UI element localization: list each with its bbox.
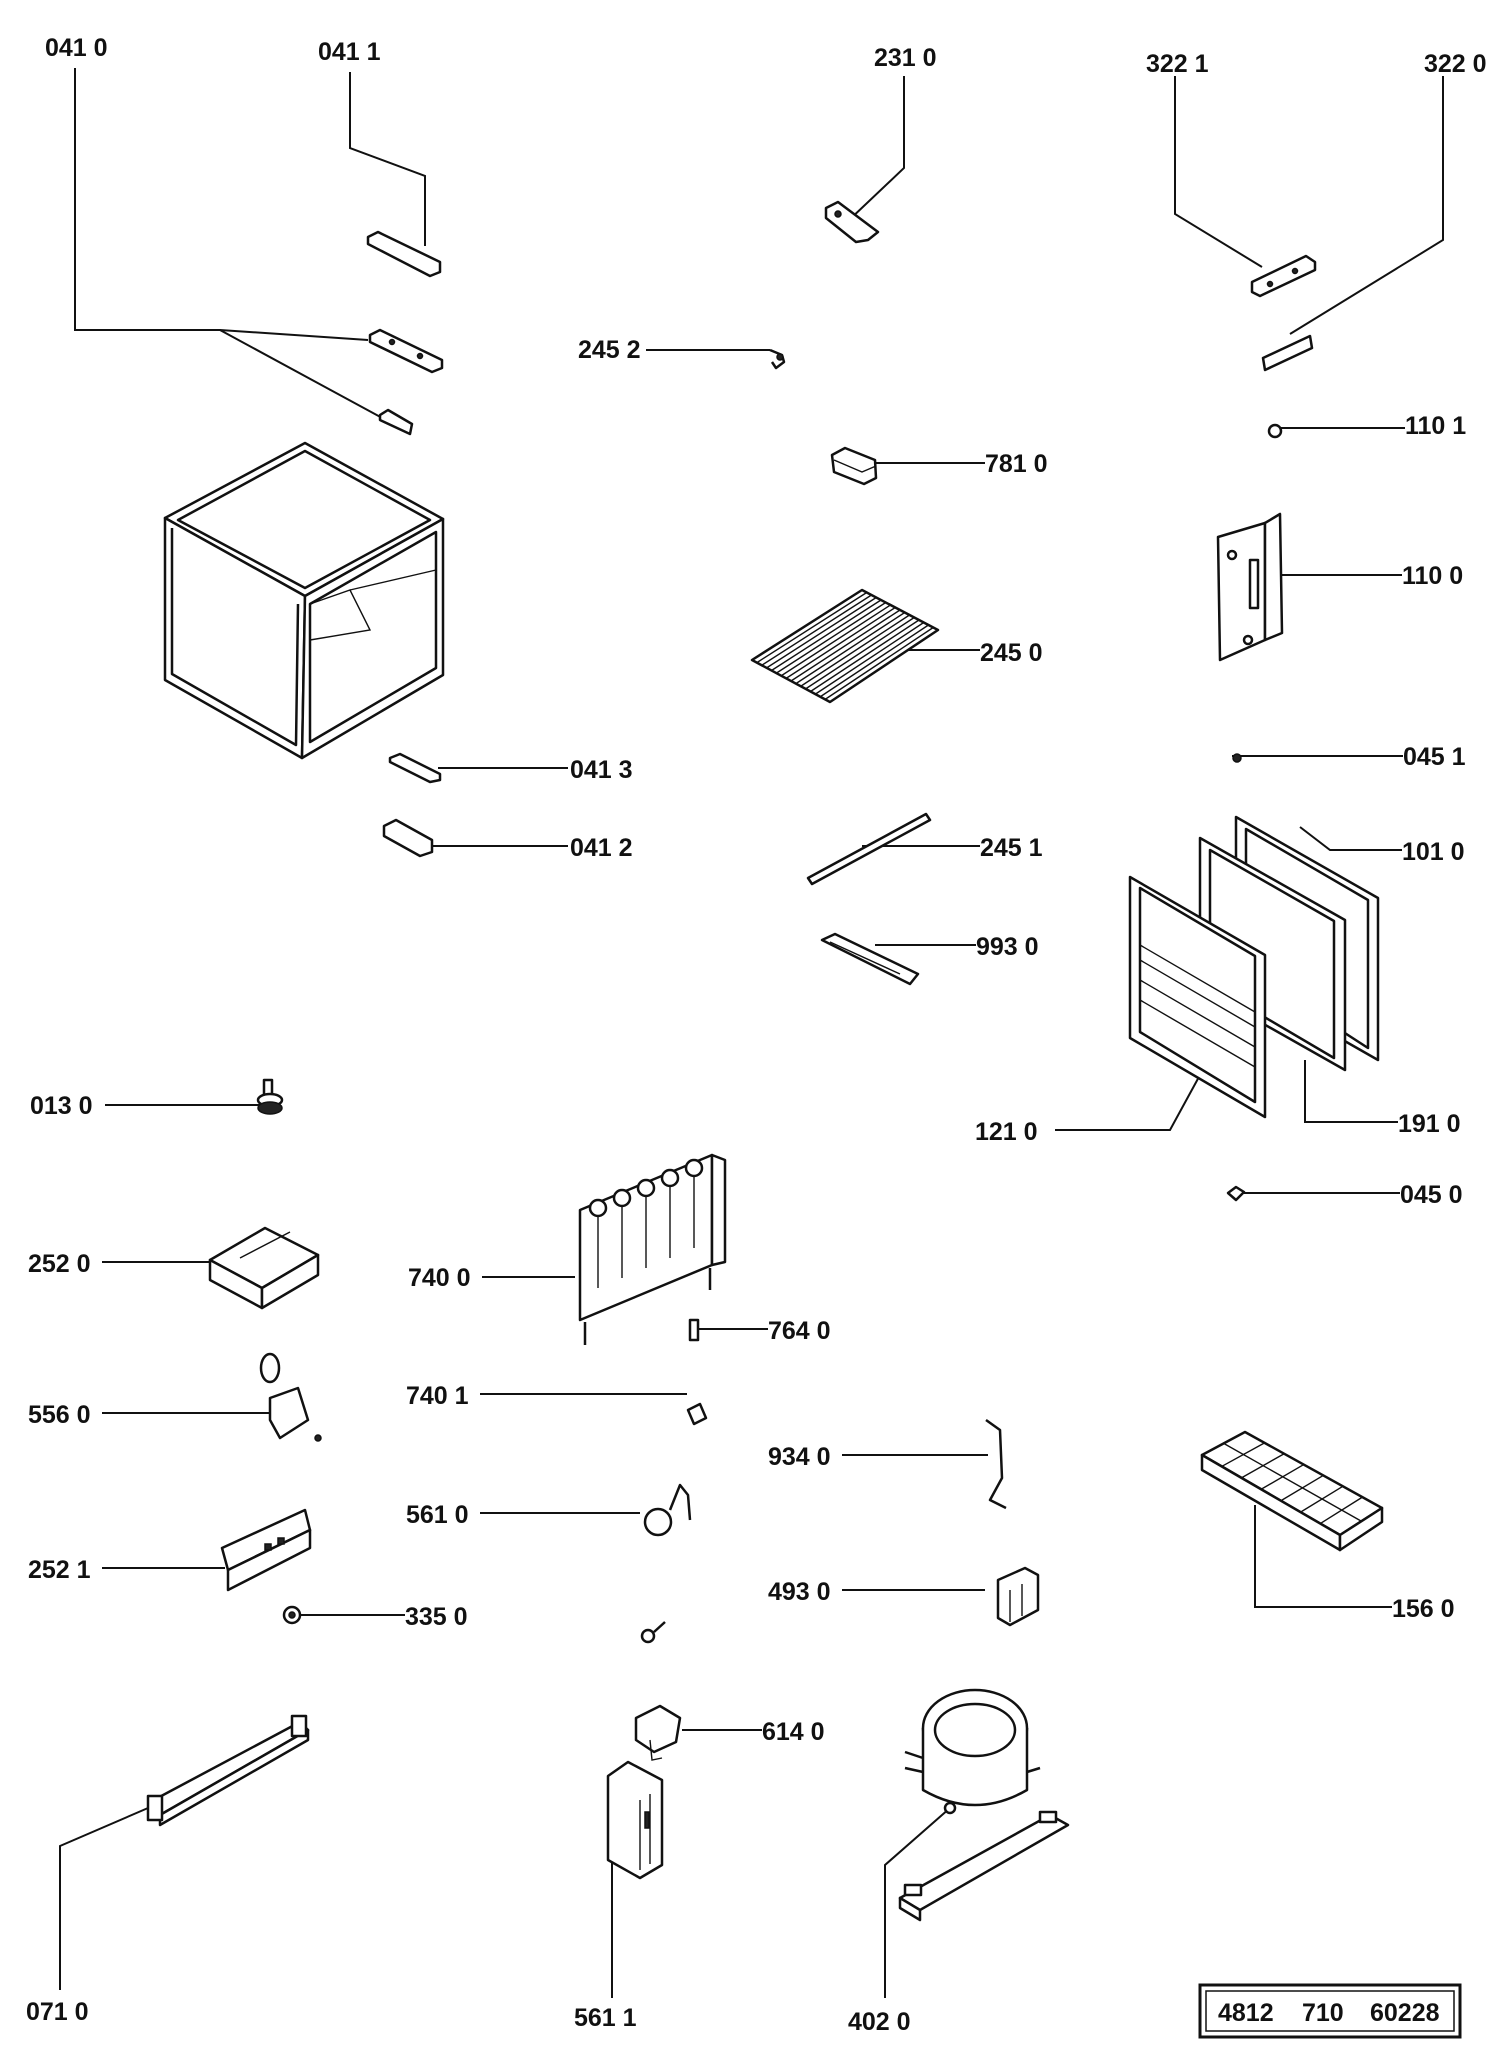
- shelf-wire: [824, 626, 934, 700]
- evaporator-bend: [636, 1178, 656, 1198]
- label-156-0: 156 0: [1392, 1595, 1455, 1623]
- label-041-1: 041 1: [318, 38, 381, 66]
- shelf-wire: [805, 616, 915, 690]
- part-ring-drawing: [640, 1621, 666, 1644]
- label-781-0: 781 0: [985, 450, 1048, 478]
- label-121-0: 121 0: [975, 1118, 1038, 1146]
- label-322-0: 322 0: [1424, 50, 1487, 78]
- part-071-drawing: [146, 1714, 310, 1827]
- label-993-0: 993 0: [976, 933, 1039, 961]
- label-740-1: 740 1: [406, 1382, 469, 1410]
- label-252-1: 252 1: [28, 1556, 91, 1584]
- label-252-0: 252 0: [28, 1250, 91, 1278]
- shelf-wire: [756, 591, 868, 664]
- part-322-drawing: [1250, 254, 1317, 372]
- leader-lines: [59, 68, 1444, 1998]
- document-number-part1: 4812: [1218, 1999, 1274, 2027]
- label-245-2: 245 2: [578, 336, 641, 364]
- shelf-wire: [819, 624, 929, 698]
- label-561-0: 561 0: [406, 1501, 469, 1529]
- part-402-compressor-drawing: [898, 1688, 1070, 1922]
- label-101-0: 101 0: [1402, 838, 1465, 866]
- part-556-drawing: [259, 1352, 322, 1442]
- label-764-0: 764 0: [768, 1317, 831, 1345]
- part-493-drawing: [996, 1566, 1040, 1627]
- label-041-2: 041 2: [570, 834, 633, 862]
- label-013-0: 013 0: [30, 1092, 93, 1120]
- document-number-part3: 60228: [1370, 1999, 1440, 2027]
- shelf-wire: [795, 611, 906, 685]
- label-110-0: 110 0: [1402, 562, 1463, 590]
- part-561-1-drawing: [606, 1760, 664, 1880]
- label-556-0: 556 0: [28, 1401, 91, 1429]
- part-245-1-drawing: [806, 812, 932, 886]
- shelf-wire: [771, 599, 882, 672]
- shelf-wire: [810, 619, 920, 693]
- part-156-ice-tray-drawing: [1200, 1430, 1384, 1552]
- part-614-drawing: [634, 1704, 682, 1761]
- label-934-0: 934 0: [768, 1443, 831, 1471]
- shelf-wire: [785, 606, 896, 679]
- part-110-1-drawing: [1267, 423, 1283, 439]
- shelf-wire: [780, 604, 891, 677]
- label-045-0: 045 0: [1400, 1181, 1463, 1209]
- document-number-part2: 710: [1302, 1999, 1344, 2027]
- part-993-drawing: [820, 932, 920, 986]
- label-041-3: 041 3: [570, 756, 633, 784]
- small-screws-045: [1226, 753, 1246, 1202]
- part-245-2-drawing: [769, 348, 786, 370]
- label-231-0: 231 0: [874, 44, 937, 72]
- label-561-1: 561 1: [574, 2004, 637, 2032]
- part-252-1-drawing: [220, 1508, 312, 1592]
- shelf-wire: [814, 621, 925, 695]
- parts-041-3-041-2-drawing: [382, 752, 442, 858]
- label-493-0: 493 0: [768, 1578, 831, 1606]
- shelf-wire: [800, 614, 910, 687]
- label-041-0: 041 0: [45, 34, 108, 62]
- part-252-0-drawing: [208, 1226, 320, 1310]
- label-335-0: 335 0: [405, 1603, 468, 1631]
- label-071-0: 071 0: [26, 1998, 89, 2026]
- shelf-wire: [766, 596, 877, 669]
- part-764-drawing: [688, 1318, 700, 1342]
- door-assembly-drawing: [1128, 815, 1380, 1119]
- label-740-0: 740 0: [408, 1264, 471, 1292]
- shelf-wire: [761, 594, 872, 666]
- part-245-0-shelf-drawing: [750, 588, 940, 704]
- document-number-box: 4812 710 60228: [1198, 1983, 1462, 2039]
- label-322-1: 322 1: [1146, 50, 1209, 78]
- label-245-1: 245 1: [980, 834, 1043, 862]
- part-labels: 041 0 041 1 231 0 322 1 322 0 245 2 110 …: [26, 34, 1487, 2036]
- label-245-0: 245 0: [980, 639, 1043, 667]
- label-110-1: 110 1: [1405, 412, 1466, 440]
- part-740-1-drawing: [686, 1402, 708, 1426]
- part-335-drawing: [282, 1605, 302, 1625]
- part-013-drawing: [256, 1078, 284, 1115]
- part-934-drawing: [985, 1418, 1007, 1510]
- part-231-drawing: [824, 200, 880, 244]
- part-110-0-drawing: [1216, 512, 1284, 662]
- evaporator-bend: [660, 1168, 680, 1188]
- label-402-0: 402 0: [848, 2008, 911, 2036]
- label-614-0: 614 0: [762, 1718, 825, 1746]
- cabinet-drawing: [163, 441, 445, 760]
- tray-divider: [1222, 1442, 1362, 1522]
- evaporator-bend: [588, 1198, 608, 1218]
- shelf-wire: [790, 609, 901, 682]
- part-561-0-drawing: [643, 1483, 692, 1537]
- evaporator-bend: [612, 1188, 632, 1208]
- label-045-1: 045 1: [1403, 743, 1466, 771]
- part-740-0-evaporator-drawing: [578, 1153, 727, 1345]
- label-191-0: 191 0: [1398, 1110, 1461, 1138]
- evaporator-bend: [684, 1158, 704, 1178]
- hinge-parts-041: [366, 230, 444, 436]
- part-781-drawing: [830, 446, 878, 486]
- shelf-wire: [775, 601, 887, 674]
